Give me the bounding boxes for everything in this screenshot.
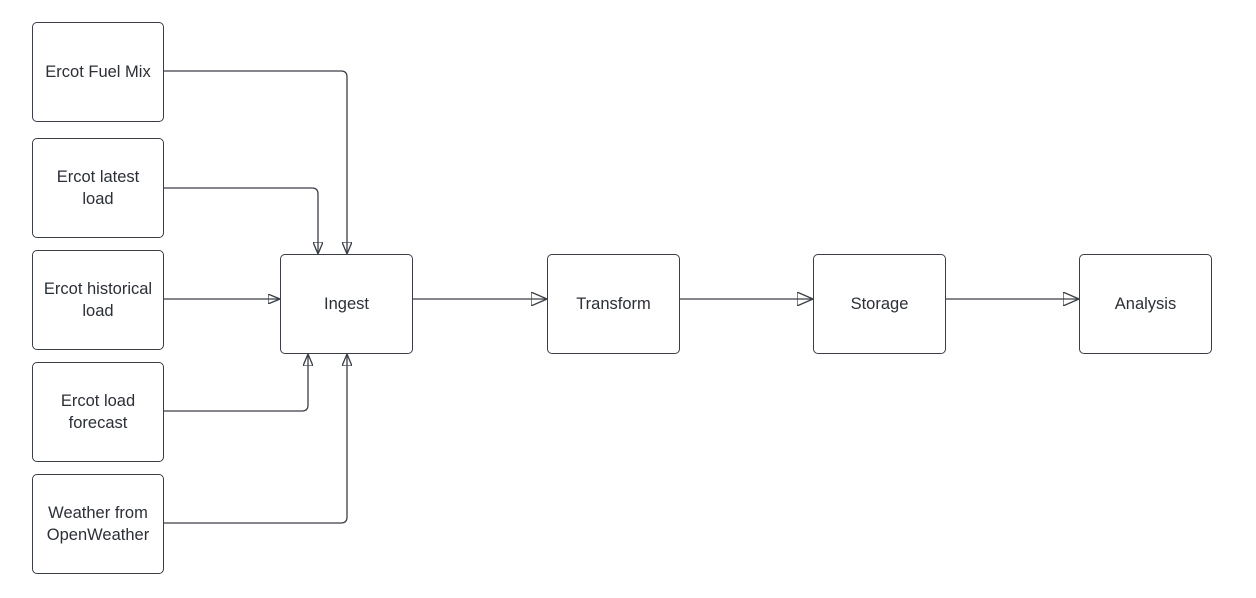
edge-load-forecast-to-ingest	[164, 355, 308, 412]
edge-latest-load-to-ingest	[164, 187, 318, 253]
pipeline-node-ingest[interactable]: Ingest	[280, 254, 413, 354]
edge-fuel-mix-to-ingest	[164, 70, 347, 253]
source-node-fuel-mix[interactable]: Ercot Fuel Mix	[32, 22, 164, 122]
source-node-weather[interactable]: Weather from OpenWeather	[32, 474, 164, 574]
pipeline-node-analysis[interactable]: Analysis	[1079, 254, 1212, 354]
pipeline-node-storage[interactable]: Storage	[813, 254, 946, 354]
pipeline-node-transform[interactable]: Transform	[547, 254, 680, 354]
edge-weather-to-ingest	[164, 355, 347, 524]
source-node-load-forecast[interactable]: Ercot load forecast	[32, 362, 164, 462]
source-node-latest-load[interactable]: Ercot latest load	[32, 138, 164, 238]
source-node-historical-load[interactable]: Ercot historical load	[32, 250, 164, 350]
